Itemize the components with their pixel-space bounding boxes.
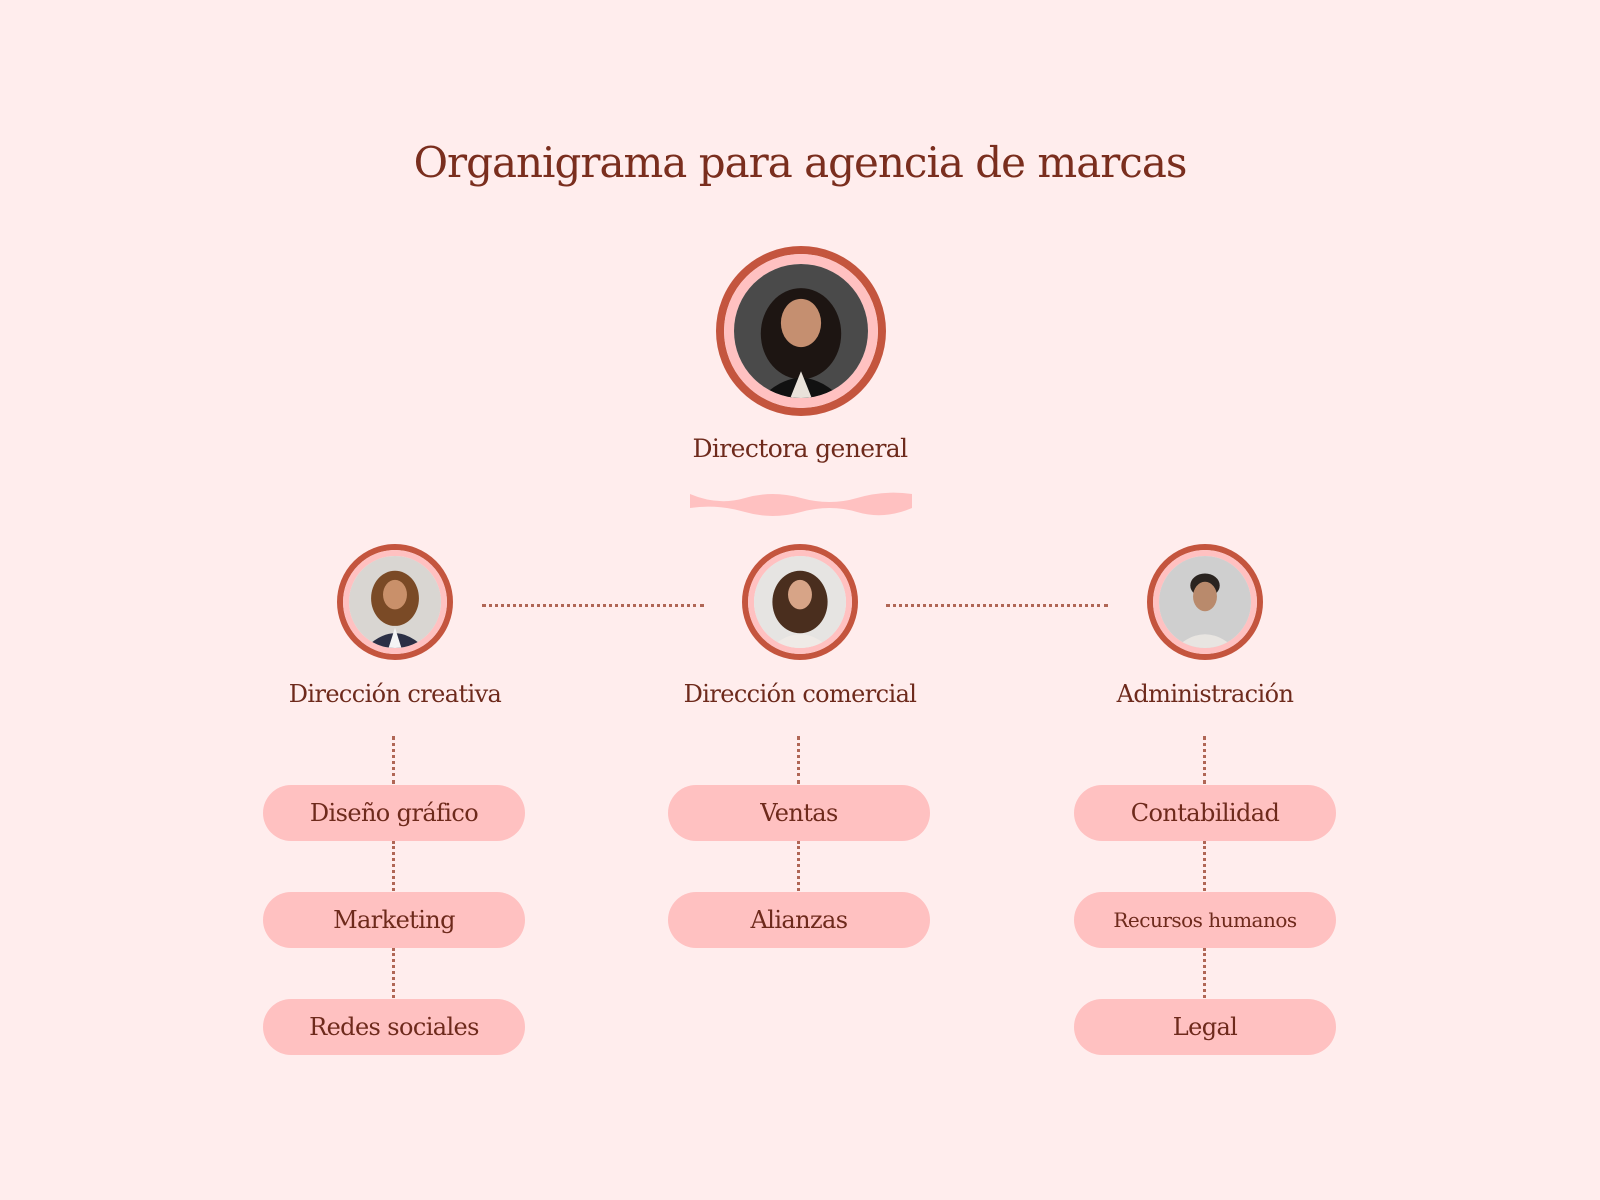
connector-vertical: [1203, 841, 1206, 891]
connector-vertical: [1203, 736, 1206, 784]
dept-label: Dirección creativa: [288, 680, 502, 708]
team-pill: Alianzas: [668, 892, 930, 948]
team-pill: Diseño gráfico: [263, 785, 525, 841]
connector-vertical: [392, 841, 395, 891]
team-pill: Legal: [1074, 999, 1336, 1055]
portrait-photo: [1159, 556, 1251, 648]
avatar-direccion-creativa: [337, 544, 453, 660]
dept-label: Dirección comercial: [683, 680, 917, 708]
wave-divider: [690, 492, 912, 516]
connector-creativa-comercial: [482, 604, 704, 607]
connector-vertical: [392, 736, 395, 784]
avatar-directora-general: [716, 246, 886, 416]
avatar-administracion: [1147, 544, 1263, 660]
connector-vertical: [392, 948, 395, 998]
head-label: Directora general: [692, 434, 908, 463]
team-pill: Ventas: [668, 785, 930, 841]
team-pill: Contabilidad: [1074, 785, 1336, 841]
avatar-direccion-comercial: [742, 544, 858, 660]
team-pill: Redes sociales: [263, 999, 525, 1055]
connector-comercial-administracion: [886, 604, 1108, 607]
team-pill: Recursos humanos: [1074, 892, 1336, 948]
connector-vertical: [1203, 948, 1206, 998]
connector-vertical: [797, 736, 800, 784]
connector-vertical: [797, 841, 800, 891]
portrait-photo: [734, 264, 868, 398]
page-title: Organigrama para agencia de marcas: [413, 138, 1188, 187]
portrait-photo: [754, 556, 846, 648]
team-pill: Marketing: [263, 892, 525, 948]
portrait-photo: [349, 556, 441, 648]
dept-label: Administración: [1116, 680, 1294, 708]
